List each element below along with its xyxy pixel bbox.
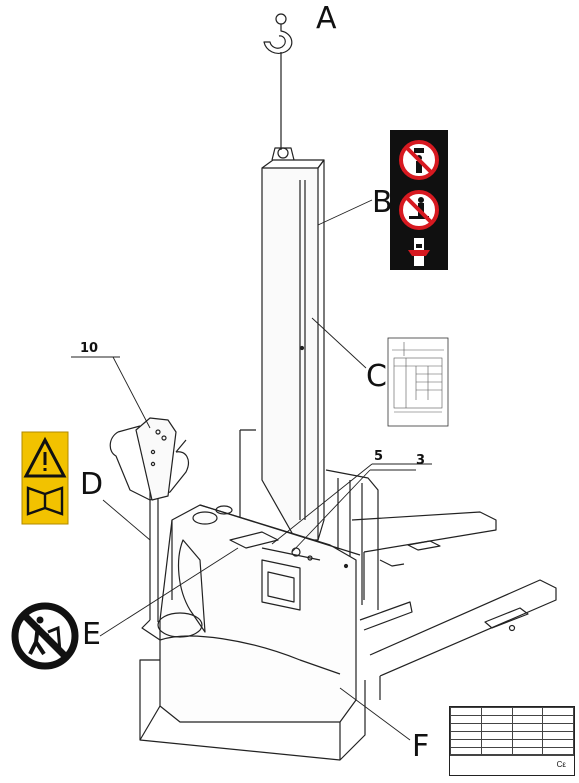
mast — [261, 147, 325, 541]
mast-warning-sticker — [390, 130, 448, 270]
warning-triangle-icon — [23, 436, 67, 478]
no-standing-under-forks-icon — [399, 190, 439, 230]
chassis — [139, 504, 366, 761]
name-plate-table — [450, 707, 574, 756]
callout-b: B — [372, 185, 393, 220]
open-book-icon — [26, 486, 64, 516]
callout-f: F — [412, 729, 430, 764]
callout-d: D — [80, 467, 104, 502]
no-standing-under-load-icon — [399, 140, 439, 180]
crush-hazard-icon — [408, 238, 430, 266]
callout-e: E — [82, 617, 101, 652]
read-manual-sticker — [21, 431, 69, 525]
callout-5: 5 — [374, 449, 384, 464]
forks — [351, 511, 557, 700]
callout-3: 3 — [416, 453, 426, 468]
crane-hook-icon — [263, 13, 293, 150]
callout-c: C — [366, 359, 387, 394]
name-plate: Cε — [449, 706, 575, 776]
ce-mark: Cε — [556, 760, 566, 769]
callout-10: 10 — [80, 341, 99, 356]
leader-lines — [71, 199, 432, 741]
callout-a: A — [316, 1, 337, 36]
no-riding-icon — [11, 602, 79, 670]
name-plate-footer: Cε — [450, 754, 574, 775]
tiller-arm — [109, 417, 189, 641]
load-capacity-label — [387, 337, 449, 427]
